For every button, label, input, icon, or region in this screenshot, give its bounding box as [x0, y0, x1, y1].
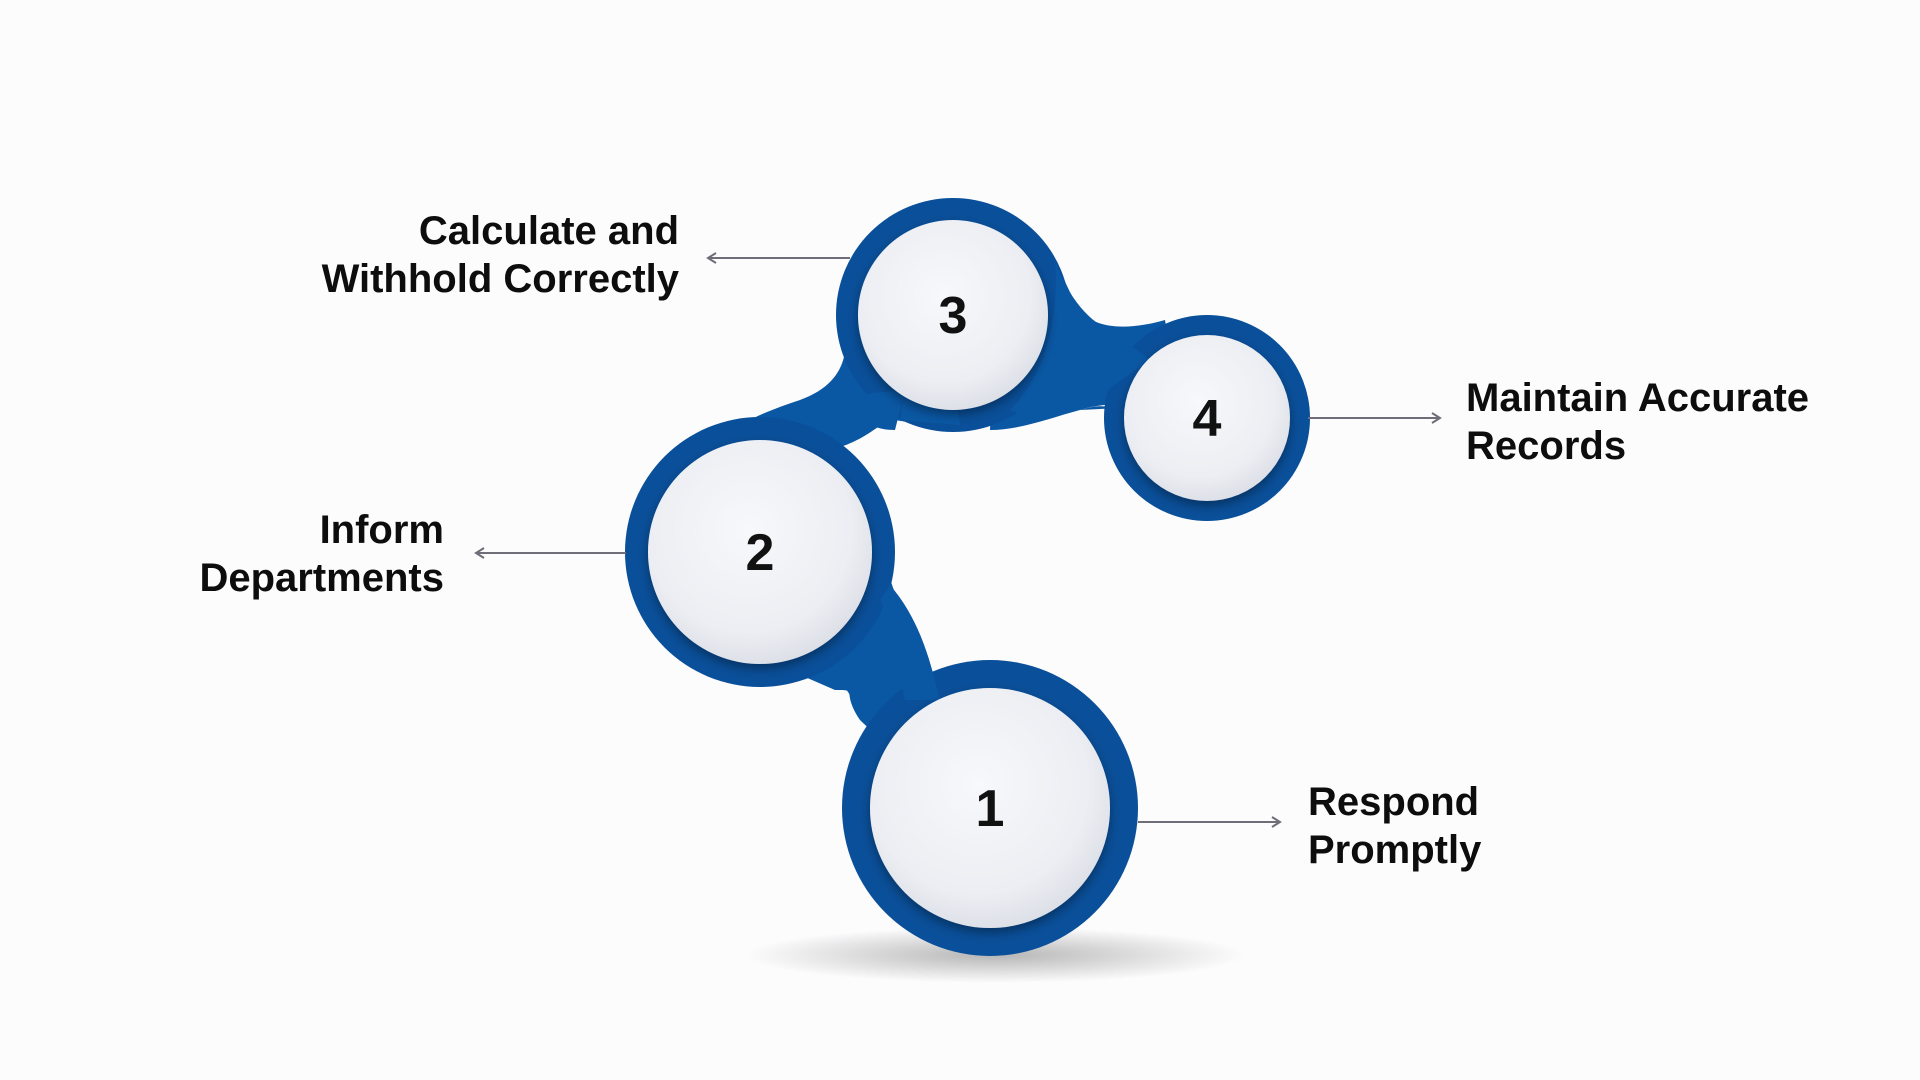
step-label-3-line-1: Calculate and	[418, 209, 679, 253]
step-number-2: 2	[746, 524, 775, 582]
step-number-3: 3	[939, 287, 968, 345]
step-number-4: 4	[1193, 390, 1222, 448]
step-label-3: Calculate and Withhold Correctly	[322, 207, 679, 303]
step-label-4: Maintain Accurate Records	[1466, 374, 1809, 470]
step-label-2: Inform Departments	[199, 506, 444, 602]
step-label-1-line-1: Respond	[1308, 780, 1480, 824]
node-4: 4	[1124, 335, 1290, 501]
step-label-2-line-2: Departments	[199, 556, 444, 600]
step-label-1: Respond Promptly	[1308, 778, 1481, 874]
step-label-2-line-1: Inform	[319, 508, 444, 552]
step-label-3-line-2: Withhold Correctly	[321, 257, 679, 301]
disc-4	[1124, 335, 1290, 501]
step-label-4-line-1: Maintain Accurate	[1466, 376, 1810, 420]
node-1: 1	[870, 688, 1110, 928]
node-3: 3	[858, 220, 1048, 410]
step-label-4-line-2: Records	[1466, 424, 1627, 468]
step-label-1-line-2: Promptly	[1308, 828, 1482, 872]
step-number-1: 1	[976, 780, 1005, 838]
disc-1	[870, 688, 1110, 928]
arrows	[474, 252, 1442, 828]
disc-3	[858, 220, 1048, 410]
disc-2	[648, 440, 872, 664]
node-2: 2	[648, 440, 872, 664]
